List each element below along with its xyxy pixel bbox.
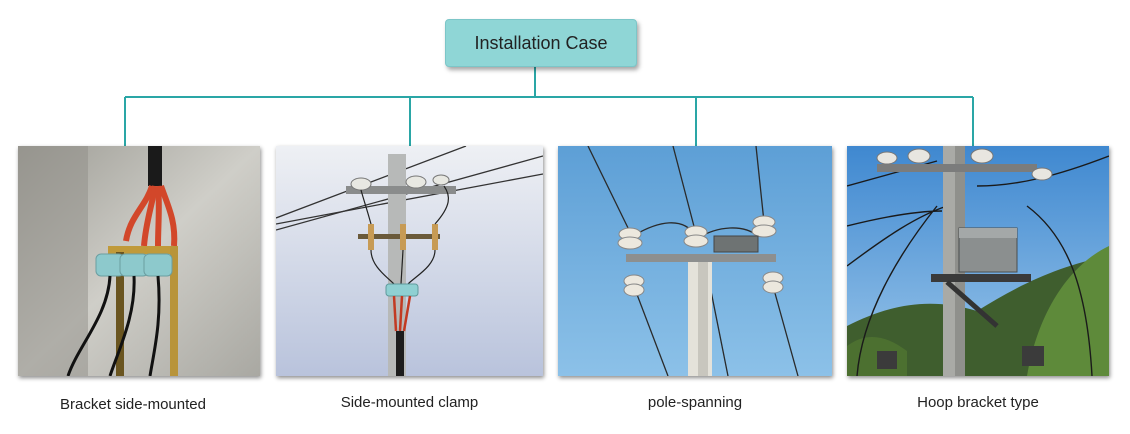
case-photo-hoop-bracket-type <box>847 146 1109 376</box>
case-photo-side-mounted-clamp <box>276 146 543 376</box>
tree-connectors <box>124 65 974 146</box>
case-caption-3: pole-spanning <box>647 394 743 411</box>
root-node-label: Installation Case <box>474 32 608 53</box>
case-photo-pole-spanning <box>558 146 832 376</box>
case-caption-2: Side-mounted clamp <box>340 394 479 411</box>
case-caption-4: Hoop bracket type <box>917 394 1039 411</box>
case-caption-1: Bracket side-mounted <box>60 396 206 413</box>
case-photo-bracket-side-mounted <box>18 146 260 376</box>
root-node: Installation Case <box>445 19 637 67</box>
